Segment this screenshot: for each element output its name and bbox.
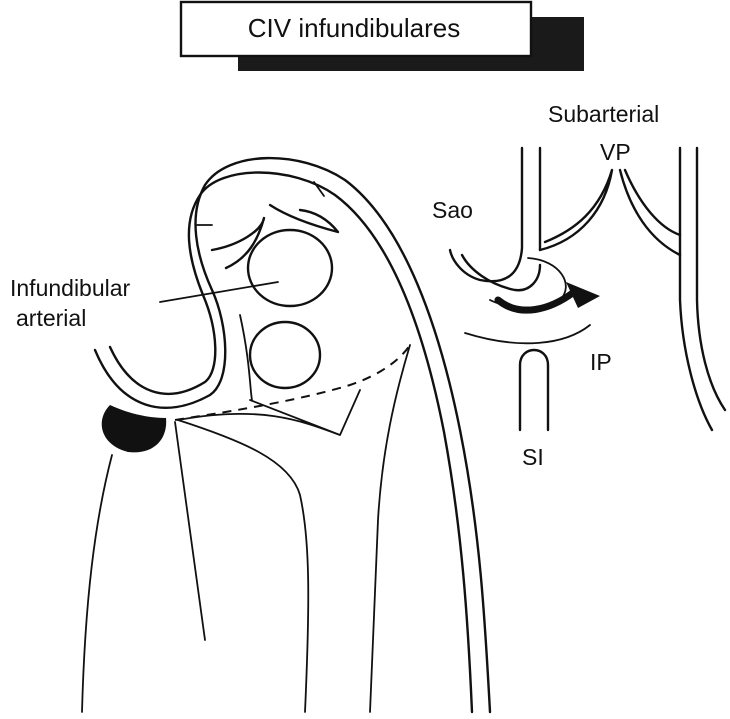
vp-cusp-right	[618, 168, 682, 257]
shunt-arrow-head	[566, 282, 600, 308]
inner-septum-right	[369, 344, 411, 713]
wall-divider-2	[313, 181, 325, 197]
ip-label: IP	[590, 349, 612, 375]
dashed-crest	[174, 344, 411, 421]
vp-cusp-left	[538, 168, 614, 252]
pulmonary-wall-inner	[695, 146, 727, 412]
left-ventricle-wall	[81, 454, 113, 713]
septal-stump	[518, 348, 550, 432]
inner-septum-left	[239, 314, 253, 401]
outer-wall-outer	[93, 156, 492, 714]
outer-wall-inner	[108, 171, 474, 714]
subarterial-label: Subarterial	[548, 101, 659, 127]
sao-cusp	[460, 253, 542, 292]
infundibular-floor	[464, 324, 591, 345]
left-heart-drawing	[81, 156, 492, 714]
right-subarterial-drawing	[448, 146, 727, 432]
muscle-triangle	[177, 389, 361, 436]
title-box: CIV infundibulares	[179, 0, 584, 71]
vp-label: VP	[600, 139, 631, 165]
lower-circle	[248, 320, 322, 390]
infundibular-label-line1: Infundibular	[10, 275, 131, 301]
infundibular-label-group: Infundibular arterial	[10, 275, 279, 331]
sao-label: Sao	[432, 197, 473, 223]
pulmonary-wall-outer	[678, 146, 714, 432]
valve-cusp-right	[268, 203, 340, 234]
title-text: CIV infundibulares	[248, 13, 460, 43]
coronary-mass	[101, 405, 167, 453]
infundibular-label-line2: arterial	[16, 305, 86, 331]
si-label: SI	[522, 444, 544, 470]
valve-cusp-left	[210, 216, 266, 270]
upper-oval	[246, 228, 334, 308]
shunt-arrow-body	[494, 288, 578, 314]
septal-line-left	[174, 421, 206, 641]
infundibular-leader-line	[159, 281, 279, 303]
septal-line-mid	[177, 419, 310, 713]
title-frame	[179, 0, 533, 58]
aorta-wall-outer	[448, 146, 524, 283]
